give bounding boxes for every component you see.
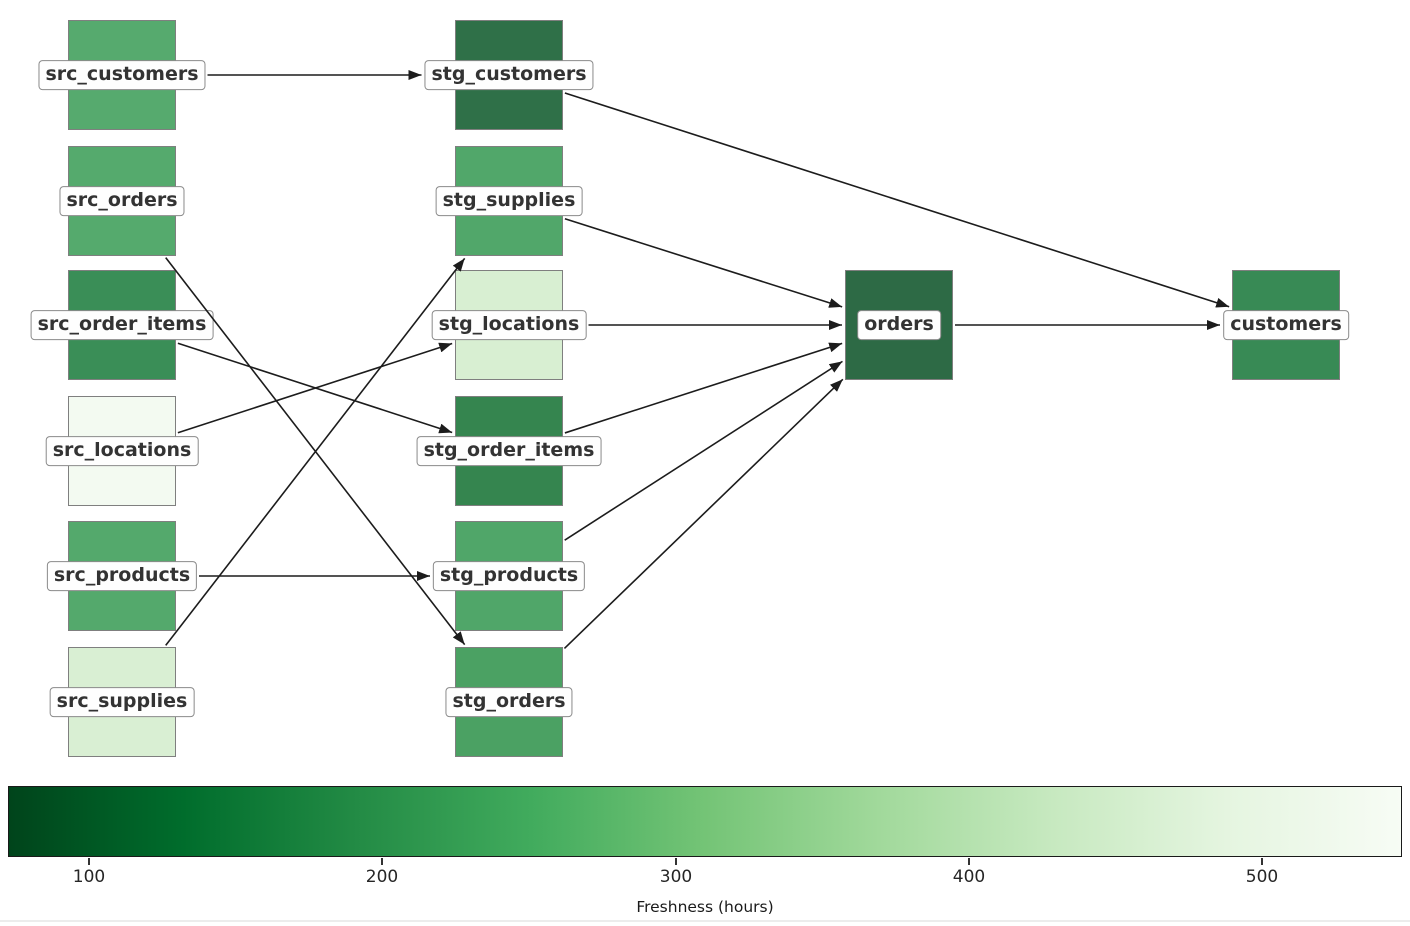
figure-bottom-border xyxy=(0,920,1410,922)
colorbar-axis-label: Freshness (hours) xyxy=(636,898,774,916)
colorbar-gradient xyxy=(8,786,1402,857)
edge-stg_supplies-to-orders xyxy=(564,218,843,308)
edge-stg_orders-to-orders xyxy=(563,378,844,649)
colorbar-tick-100 xyxy=(88,858,90,865)
node-label-orders: orders xyxy=(857,310,941,340)
edge-stg_customers-to-customers xyxy=(564,92,1230,308)
node-label-src_products: src_products xyxy=(46,561,198,591)
edge-src_locations-to-stg_locations xyxy=(177,342,453,434)
colorbar-tick-500 xyxy=(1261,858,1263,865)
colorbar-tick-label-300: 300 xyxy=(659,867,693,887)
colorbar-tick-200 xyxy=(381,858,383,865)
edge-src_supplies-to-stg_supplies xyxy=(165,257,466,646)
node-label-stg_order_items: stg_order_items xyxy=(416,436,602,466)
colorbar-tick-label-200: 200 xyxy=(365,867,399,887)
node-label-stg_products: stg_products xyxy=(432,561,586,591)
node-label-stg_locations: stg_locations xyxy=(431,310,587,340)
colorbar-tick-300 xyxy=(675,858,677,865)
node-label-customers: customers xyxy=(1223,310,1349,340)
edge-stg_products-to-orders xyxy=(564,360,843,541)
colorbar-tick-label-500: 500 xyxy=(1245,867,1279,887)
node-label-stg_orders: stg_orders xyxy=(445,687,573,717)
colorbar-tick-label-400: 400 xyxy=(952,867,986,887)
node-label-src_orders: src_orders xyxy=(59,186,185,216)
node-label-src_locations: src_locations xyxy=(45,436,199,466)
node-label-stg_customers: stg_customers xyxy=(424,60,594,90)
edge-stg_order_items-to-orders xyxy=(564,342,843,434)
node-label-stg_supplies: stg_supplies xyxy=(435,186,583,216)
colorbar-tick-label-100: 100 xyxy=(72,867,106,887)
node-label-src_order_items: src_order_items xyxy=(30,310,214,340)
node-label-src_customers: src_customers xyxy=(38,60,206,90)
colorbar-tick-400 xyxy=(968,858,970,865)
node-label-src_supplies: src_supplies xyxy=(49,687,195,717)
